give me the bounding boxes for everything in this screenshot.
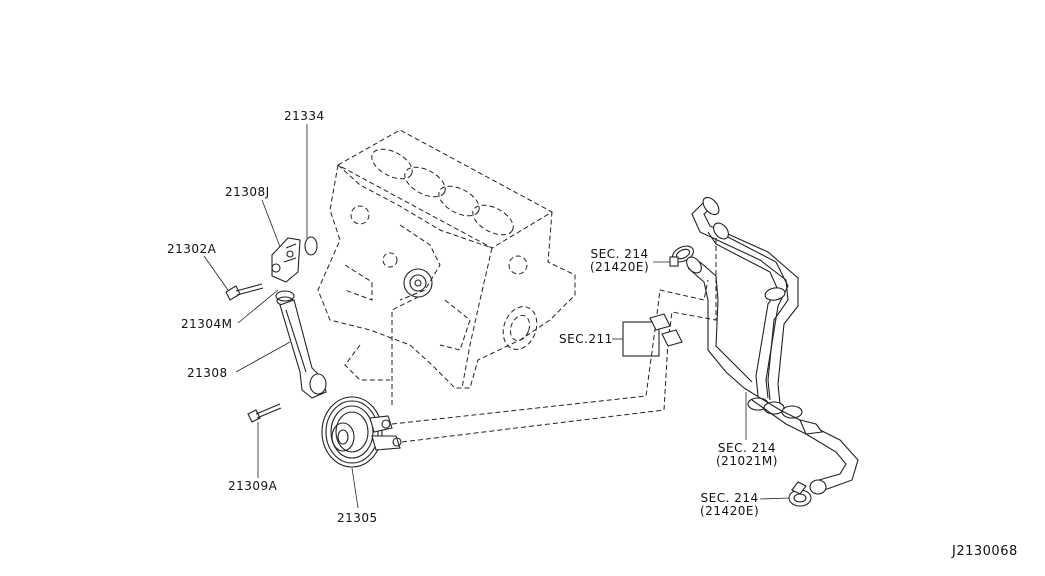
leader-lines (203, 124, 791, 509)
oil-cooler-21305 (321, 396, 402, 468)
label-21308J: 21308J (225, 185, 270, 199)
label-sec214-top-line1: SEC. 214 (590, 247, 649, 261)
water-pipe-21308 (279, 299, 327, 399)
label-21308: 21308 (187, 366, 228, 380)
label-sec211: SEC.211 (559, 332, 613, 346)
label-sec214-top: SEC. 214 (21420E) (590, 248, 649, 274)
label-sec214-mid-line1: SEC. 214 (717, 441, 776, 455)
label-sec214-bottom: SEC. 214 (21420E) (700, 492, 759, 518)
bolt-21309A (247, 403, 282, 423)
gasket-21334 (304, 236, 318, 256)
sec211-reference-box (612, 313, 683, 357)
engine-block (317, 129, 576, 389)
water-outlet-21308J (271, 237, 301, 283)
label-sec214-mid: SEC. 214 (21021M) (716, 442, 778, 468)
diagram-code: J2130068 (952, 544, 1018, 559)
label-21305: 21305 (337, 511, 378, 525)
label-21302A: 21302A (167, 242, 217, 256)
label-sec214-top-line2: (21420E) (590, 260, 650, 274)
label-21304M: 21304M (181, 317, 233, 331)
bolt-21302A (225, 283, 264, 301)
label-sec214-mid-line2: (21021M) (716, 454, 778, 468)
label-sec214-bottom-line2: (21420E) (700, 504, 760, 518)
label-21334: 21334 (284, 109, 325, 123)
label-sec214-bottom-line1: SEC. 214 (700, 491, 759, 505)
label-21309A: 21309A (228, 479, 278, 493)
heater-hoses (686, 196, 859, 507)
